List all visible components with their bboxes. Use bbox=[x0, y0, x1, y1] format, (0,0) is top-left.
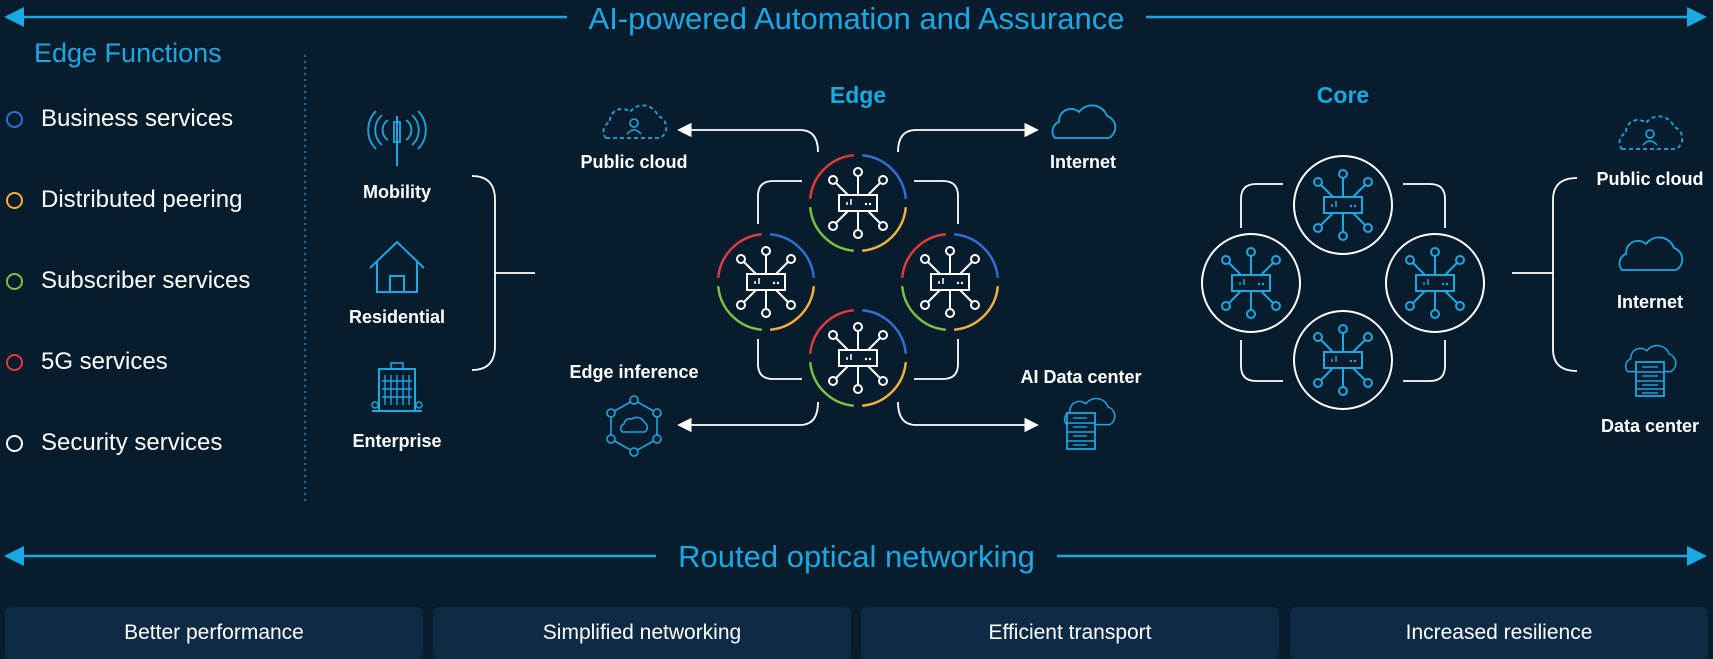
residential-label: Residential bbox=[348, 307, 446, 327]
business-services-dot bbox=[6, 110, 23, 128]
benefit-pill-transport: Efficient transport bbox=[861, 607, 1279, 659]
core-data-center-icon bbox=[1624, 344, 1677, 397]
core-internet-cloud-icon bbox=[1618, 236, 1684, 271]
ai-data-center-label: AI Data center bbox=[1020, 367, 1142, 387]
subscriber-services-dot bbox=[6, 272, 23, 290]
edge-inference-label: Edge inference bbox=[569, 362, 699, 382]
benefit-label: Increased resilience bbox=[1405, 621, 1593, 644]
function-business-services: Business services bbox=[0, 104, 233, 134]
function-5g-services: 5G services bbox=[0, 347, 168, 377]
5g-services-dot bbox=[6, 353, 23, 371]
public-cloud-icon bbox=[602, 104, 668, 139]
function-distributed-peering: Distributed peering bbox=[0, 185, 242, 215]
function-label: Security services bbox=[41, 429, 223, 456]
edge-connectors bbox=[677, 122, 1039, 433]
enterprise-label: Enterprise bbox=[352, 431, 442, 451]
function-label: 5G services bbox=[41, 348, 168, 375]
edge-public-cloud-label: Public cloud bbox=[580, 152, 688, 172]
access-bracket bbox=[471, 175, 496, 371]
benefit-pill-performance: Better performance bbox=[5, 607, 423, 659]
antenna-icon bbox=[367, 110, 427, 166]
house-icon bbox=[369, 240, 425, 293]
edge-router-cluster bbox=[716, 153, 1000, 408]
internet-cloud-icon bbox=[1051, 104, 1117, 139]
building-icon bbox=[371, 362, 423, 412]
distributed-peering-dot bbox=[6, 191, 23, 209]
edge-title: Edge bbox=[829, 82, 887, 108]
core-router-left bbox=[1201, 233, 1301, 333]
edge-functions-title: Edge Functions bbox=[34, 38, 222, 68]
core-public-cloud-icon bbox=[1618, 115, 1684, 150]
function-security-services: Security services bbox=[0, 428, 222, 458]
automation-title: AI-powered Automation and Assurance bbox=[566, 1, 1147, 36]
benefit-label: Better performance bbox=[124, 621, 304, 644]
optical-banner: Routed optical networking bbox=[0, 538, 1713, 576]
core-title: Core bbox=[1316, 82, 1370, 108]
core-connectors bbox=[1240, 183, 1446, 382]
function-label: Subscriber services bbox=[41, 267, 251, 294]
benefit-label: Simplified networking bbox=[542, 621, 742, 644]
core-router-top bbox=[1293, 155, 1393, 255]
core-internet-label: Internet bbox=[1616, 292, 1684, 312]
core-router-cluster bbox=[1201, 155, 1485, 410]
edge-router-bottom bbox=[808, 308, 908, 408]
mobility-label: Mobility bbox=[363, 182, 431, 202]
core-public-cloud-label: Public cloud bbox=[1596, 169, 1704, 189]
ai-data-center-icon bbox=[1063, 397, 1116, 450]
core-data-center-label: Data center bbox=[1600, 416, 1700, 436]
benefit-pill-resilience: Increased resilience bbox=[1290, 607, 1708, 659]
optical-title: Routed optical networking bbox=[656, 539, 1057, 574]
function-subscriber-services: Subscriber services bbox=[0, 266, 250, 296]
edge-router-left bbox=[716, 232, 816, 332]
function-label: Business services bbox=[41, 105, 234, 132]
benefit-label: Efficient transport bbox=[988, 621, 1152, 644]
core-bracket bbox=[1552, 177, 1578, 372]
edge-router-top bbox=[808, 153, 908, 253]
benefit-pill-simplified: Simplified networking bbox=[433, 607, 851, 659]
edge-inference-icon bbox=[606, 395, 662, 457]
core-router-bottom bbox=[1293, 310, 1393, 410]
edge-router-right bbox=[900, 232, 1000, 332]
edge-internet-label: Internet bbox=[1049, 152, 1117, 172]
core-router-right bbox=[1385, 233, 1485, 333]
automation-banner: AI-powered Automation and Assurance bbox=[0, 0, 1713, 38]
function-label: Distributed peering bbox=[41, 186, 243, 213]
security-services-dot bbox=[6, 434, 23, 452]
